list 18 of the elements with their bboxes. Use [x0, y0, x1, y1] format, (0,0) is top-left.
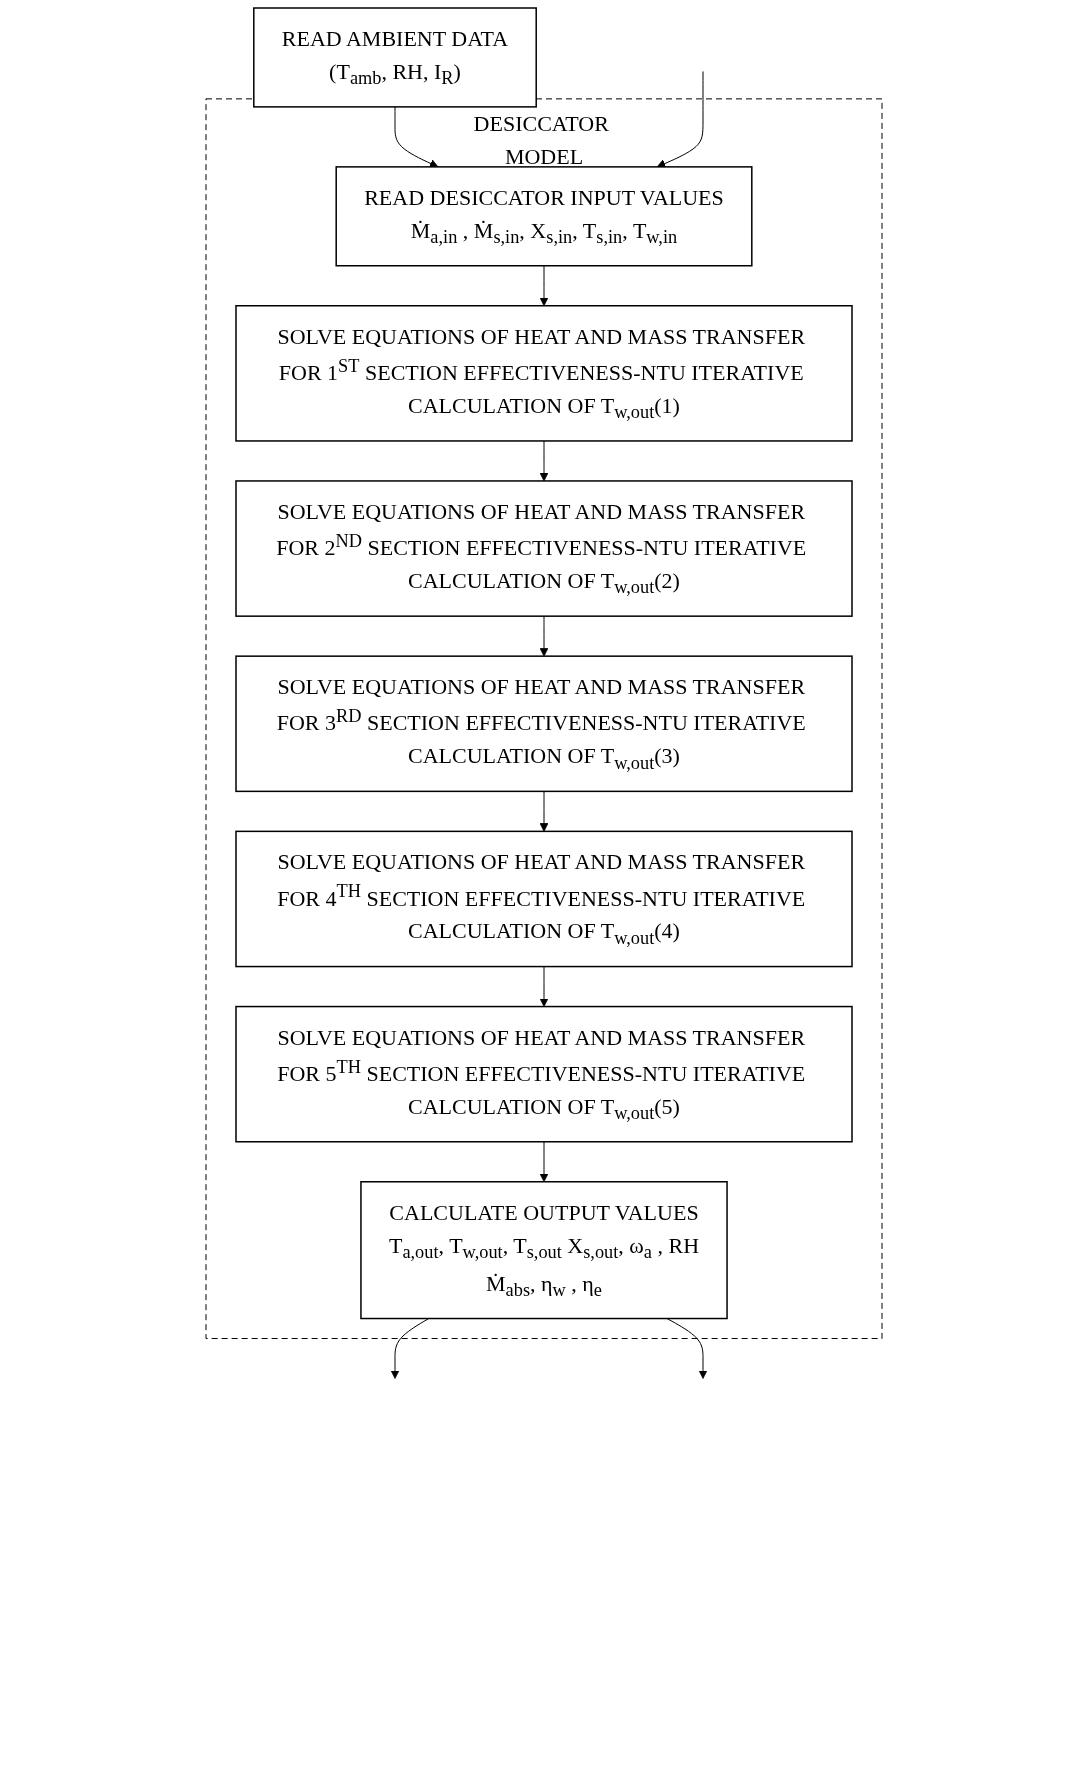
arrow: [539, 1141, 549, 1183]
node-box: READ AMBIENT DATA (T$_{amb}$, RH, I$_{R}$): [253, 7, 537, 108]
node-box: SOLVE EQUATIONS OF HEAT AND MASS TRANSFER FOR 4$^{TH}$ SECTION EFFECTIVENESS-NTU ITERATIVE CALCULATION OF T$_{w,out}$(4): [235, 830, 853, 968]
node-box: SOLVE EQUATIONS OF HEAT AND MASS TRANSFER FOR 5$^{TH}$ SECTION EFFECTIVENESS-NTU ITERATIVE CALCULATION OF T$_{w,out}$(5): [235, 1005, 853, 1143]
arrow: [539, 966, 549, 1007]
arrow: [539, 265, 549, 307]
node-box: CALCULATE OUTPUT VALUES T$_{a,out}$, T$_{w,out}$, T$_{s,out}$ X$_{s,out}$, ω$_{a}$ , RH Ṁ$_{abs}$, η$_{w}$ , η$_{e}$: [360, 1181, 728, 1320]
arrow: [539, 790, 549, 832]
arrow: [390, 1318, 430, 1379]
arrow: [656, 70, 704, 168]
node-box: READ DESICCATOR INPUT VALUES Ṁ$_{a,in}$ , Ṁ$_{s,in}$, X$_{s,in}$, T$_{s,in}$, T$_{w,in}$: [335, 166, 753, 267]
arrow: [539, 615, 549, 657]
arrow: [539, 440, 549, 482]
node-box: SOLVE EQUATIONS OF HEAT AND MASS TRANSFER FOR 1$^{ST}$ SECTION EFFECTIVENESS-NTU ITERATIVE CALCULATION OF T$_{w,out}$(1): [235, 305, 853, 442]
node-box: SOLVE EQUATIONS OF HEAT AND MASS TRANSFER FOR 2$^{ND}$ SECTION EFFECTIVENESS-NTU ITERATIVE CALCULATION OF T$_{w,out}$(2): [235, 480, 853, 617]
arrow: [394, 106, 439, 168]
arrow: [666, 1318, 708, 1379]
node-box: SOLVE EQUATIONS OF HEAT AND MASS TRANSFER FOR 3$^{RD}$ SECTION EFFECTIVENESS-NTU ITERATIVE CALCULATION OF T$_{w,out}$(3): [235, 655, 853, 793]
